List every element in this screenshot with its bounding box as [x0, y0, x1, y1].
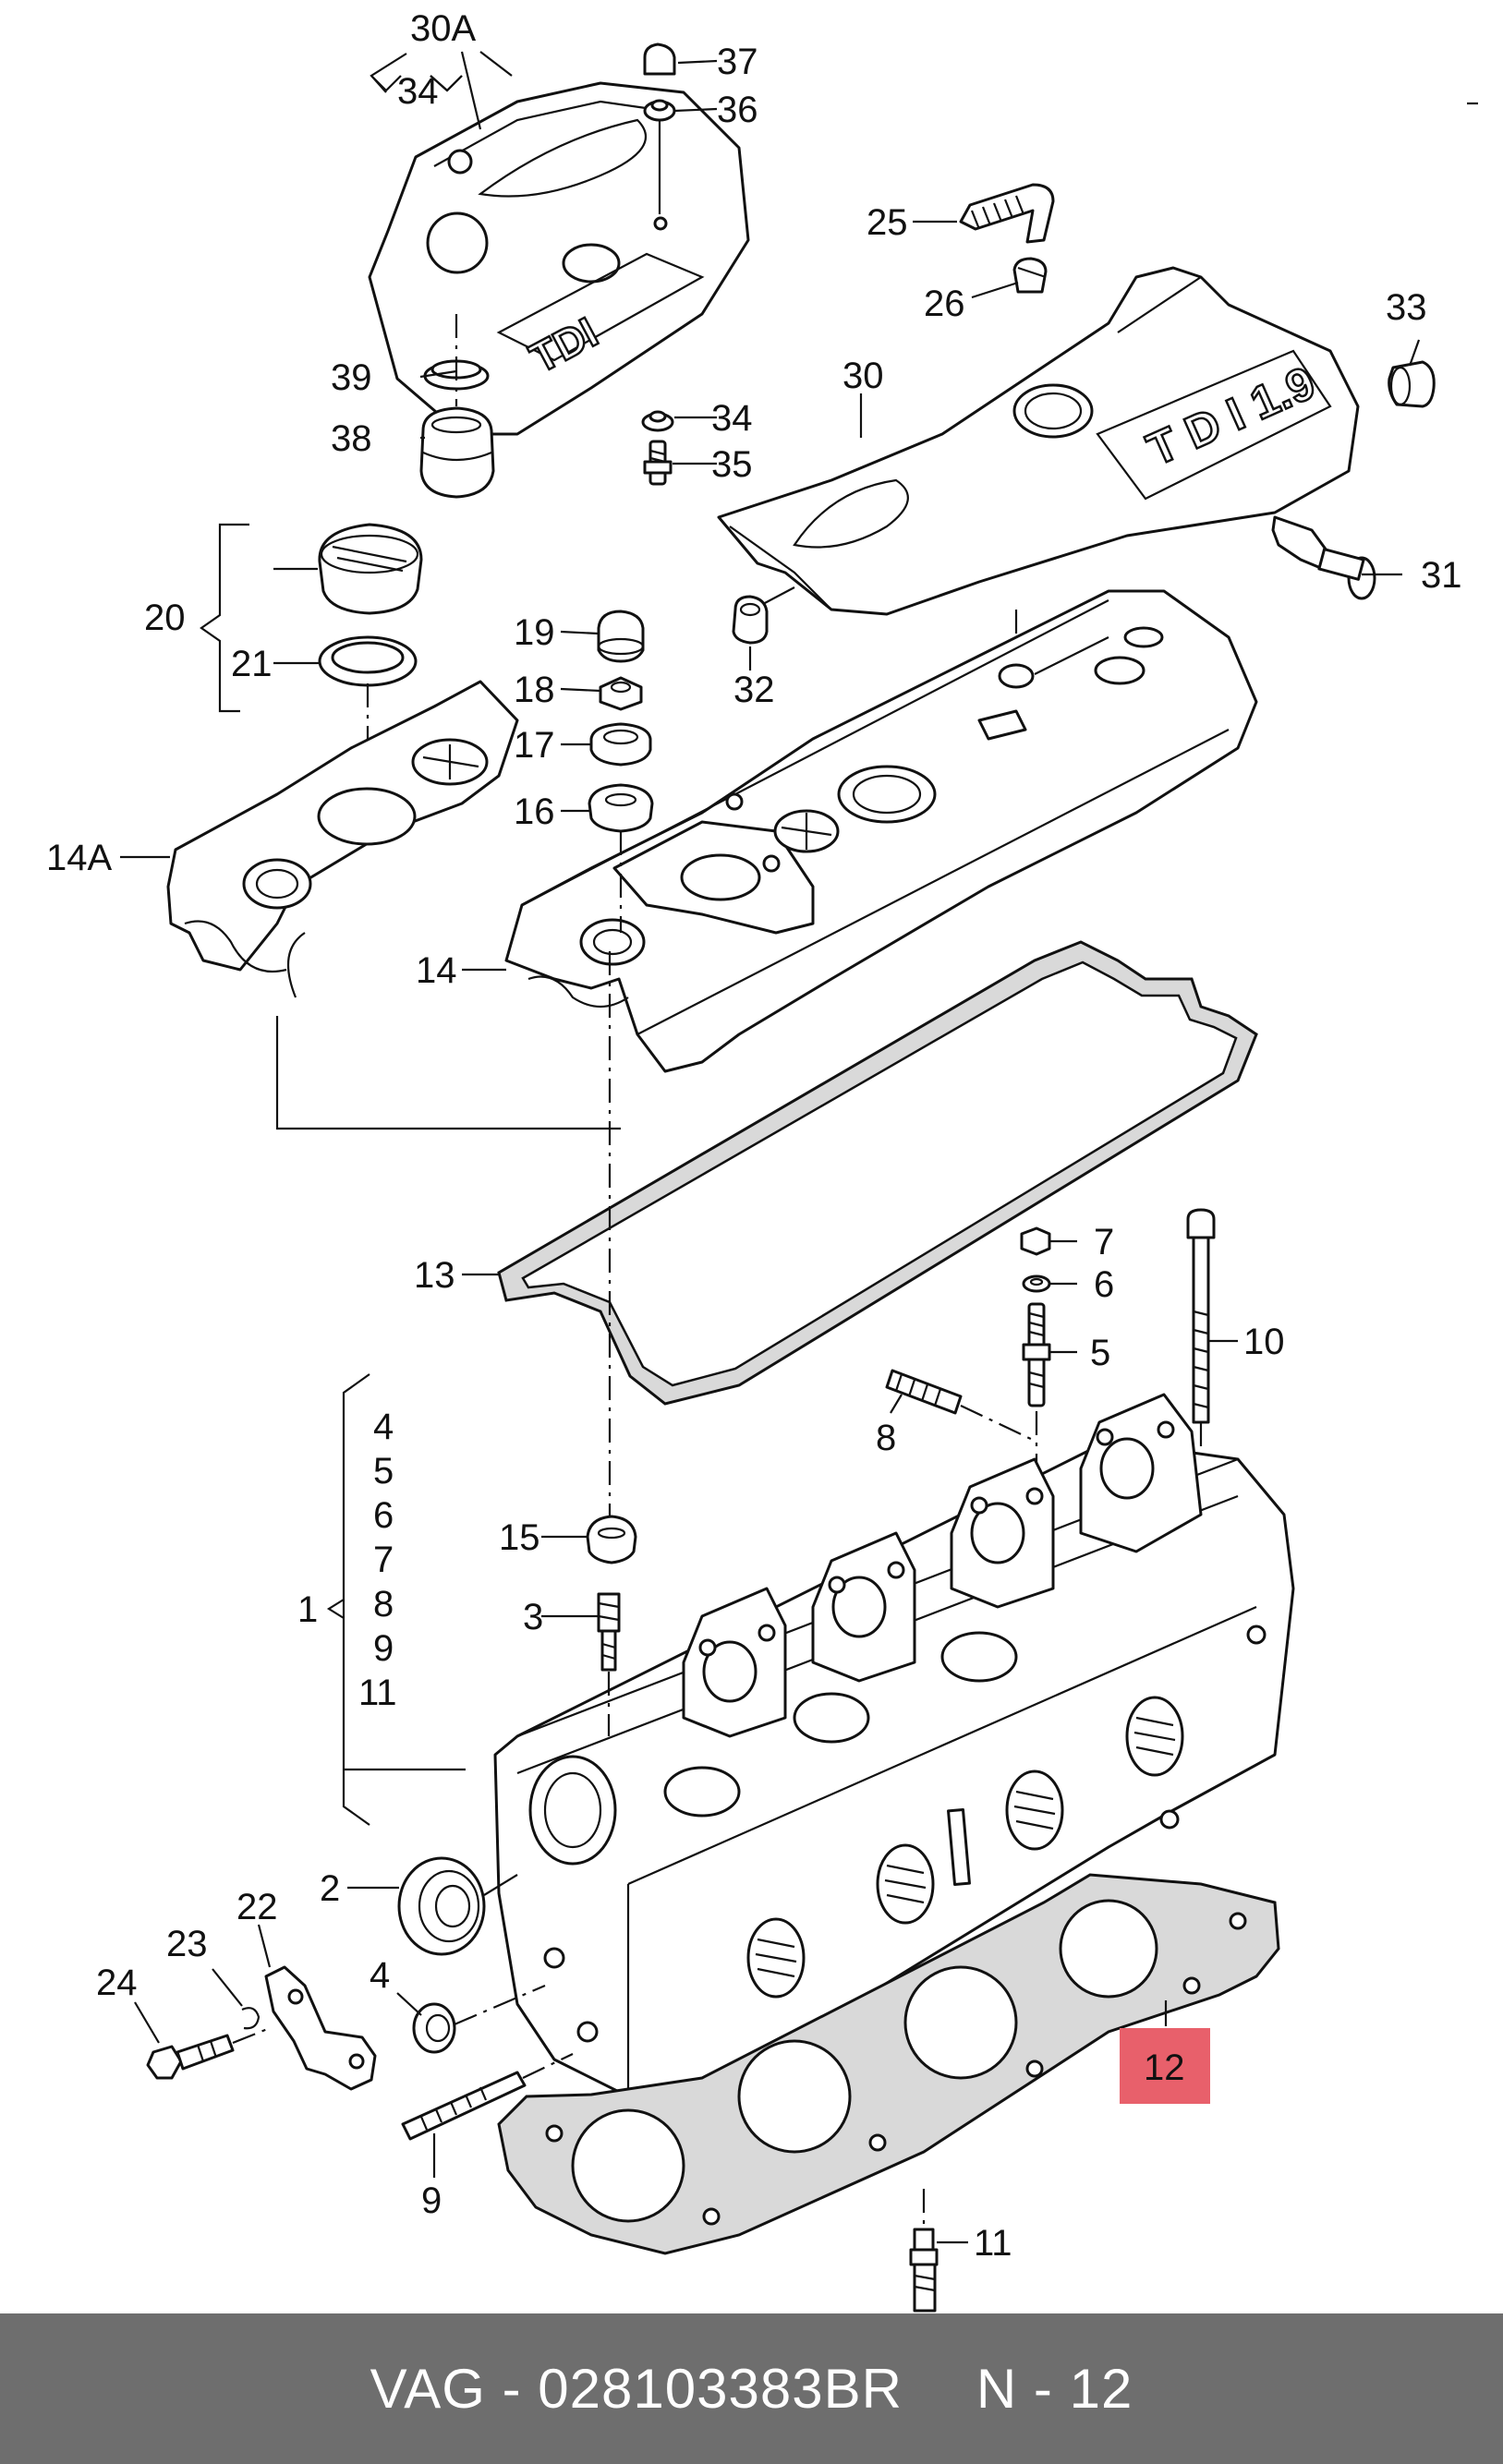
label-32: 32	[733, 670, 775, 710]
bushing-33	[1388, 360, 1436, 408]
group-label-11: 11	[358, 1673, 397, 1713]
group-label-8: 8	[373, 1584, 394, 1625]
bolt-31	[1271, 515, 1376, 600]
seal-4	[412, 2002, 456, 2054]
grommet-15	[586, 1515, 637, 1564]
cap-20	[318, 523, 423, 615]
bracket-22	[264, 1965, 377, 2091]
label-23: 23	[166, 1924, 208, 1964]
group-label-6: 6	[373, 1495, 394, 1536]
label-19: 19	[514, 612, 555, 653]
label-37: 37	[717, 42, 758, 82]
label-35: 35	[711, 444, 753, 485]
stud-9	[401, 2071, 527, 2141]
group-label-7: 7	[373, 1540, 394, 1580]
engine-cover-large: T D I 1.9	[717, 266, 1360, 616]
group-label-9: 9	[373, 1628, 394, 1669]
label-1: 1	[297, 1589, 318, 1630]
label-12: 12	[1144, 2047, 1185, 2088]
position-text: N - 12	[976, 2358, 1133, 2420]
label-7: 7	[1094, 1222, 1114, 1262]
label-31: 31	[1421, 555, 1462, 596]
label-8: 8	[876, 1418, 896, 1458]
label-17: 17	[514, 725, 555, 766]
label-30A: 30A	[410, 8, 476, 49]
valve-cover-gasket-13	[497, 940, 1258, 1406]
label-26: 26	[924, 284, 965, 324]
label-14: 14	[416, 950, 457, 991]
nut-34-small	[641, 410, 674, 432]
label-6: 6	[1094, 1264, 1114, 1305]
stud-8	[885, 1369, 963, 1415]
label-5: 5	[1090, 1333, 1110, 1373]
grommet-38	[419, 406, 495, 499]
nut-18	[599, 676, 643, 711]
label-16: 16	[514, 791, 555, 832]
valve-cover-14a	[166, 680, 519, 998]
label-20: 20	[144, 598, 186, 638]
cap-19	[597, 610, 645, 663]
label-10: 10	[1243, 1322, 1285, 1362]
label-2: 2	[320, 1868, 340, 1909]
head-gasket	[497, 1873, 1280, 2255]
label-34: 34	[711, 398, 753, 439]
grommet-32	[732, 586, 795, 645]
group-label-4: 4	[373, 1407, 394, 1447]
nut-7	[1020, 1226, 1051, 1256]
label-34-top: 34	[397, 71, 439, 112]
stud-35	[643, 440, 673, 486]
exploded-parts-diagram: TDI	[46, 8, 1478, 2313]
grommet-16	[588, 783, 654, 833]
label-9: 9	[421, 2180, 442, 2221]
diagram-svg: TDI	[46, 8, 1478, 2313]
stud-3	[597, 1592, 621, 1672]
nut-36	[643, 99, 676, 214]
highlight-box-12	[1120, 2028, 1210, 2104]
label-33: 33	[1386, 287, 1427, 328]
part-number-text: VAG - 028103383BR	[370, 2358, 903, 2420]
hose-25	[959, 183, 1055, 244]
footer-bar: VAG - 028103383BR N - 12	[0, 2313, 1503, 2464]
cap-37	[643, 42, 676, 76]
bolt-24	[146, 2034, 235, 2080]
label-18: 18	[514, 670, 555, 710]
label-14A: 14A	[46, 838, 112, 878]
washer-17	[589, 722, 652, 767]
label-30: 30	[842, 356, 884, 396]
cylinder-head	[493, 1393, 1295, 2098]
label-15: 15	[499, 1517, 540, 1558]
valve-cover-14	[504, 589, 1258, 1073]
cap-26	[1012, 257, 1048, 294]
seal-21	[318, 635, 418, 687]
washer-23	[241, 2007, 261, 2030]
label-3: 3	[523, 1597, 543, 1637]
bolt-10	[1186, 1208, 1216, 1424]
label-21: 21	[231, 644, 273, 684]
seal-2	[397, 1856, 486, 1956]
engine-cover-small: TDI	[368, 81, 750, 436]
label-36: 36	[717, 90, 758, 130]
stud-5	[1022, 1302, 1051, 1407]
label-39: 39	[331, 357, 372, 398]
label-22: 22	[236, 1887, 278, 1927]
label-24: 24	[96, 1963, 138, 2003]
stud-11	[909, 2228, 939, 2313]
label-38: 38	[331, 418, 372, 459]
label-11: 11	[974, 2223, 1012, 2264]
label-4: 4	[370, 1955, 390, 1996]
label-25: 25	[867, 202, 908, 243]
washer-6	[1022, 1274, 1051, 1293]
group-label-5: 5	[373, 1451, 394, 1492]
label-13: 13	[414, 1255, 455, 1296]
